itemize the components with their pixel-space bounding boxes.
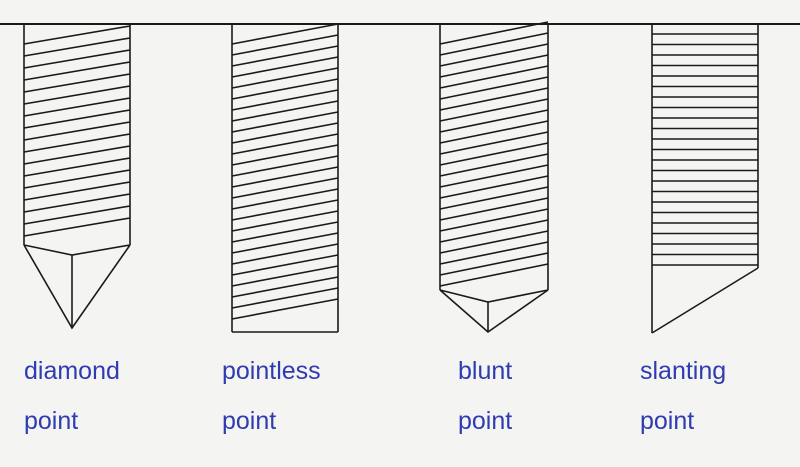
blunt-pile-tip-outline	[439, 289, 549, 334]
diamond-pile-thread-lines	[23, 25, 131, 237]
thread-line	[231, 287, 339, 309]
label-line1: diamond	[24, 357, 120, 385]
thread-line	[439, 197, 549, 221]
thread-line	[23, 73, 131, 93]
thread-line	[23, 157, 131, 177]
blunt-point-label: blunt point	[458, 356, 608, 456]
thread-line	[439, 142, 549, 166]
thread-line	[23, 193, 131, 213]
thread-line	[231, 265, 339, 287]
thread-line	[439, 54, 549, 78]
label-line1: slanting	[640, 357, 727, 385]
diamond-point-pile	[23, 24, 131, 330]
thread-line	[439, 87, 549, 111]
thread-line	[439, 175, 549, 199]
thread-line	[23, 145, 131, 165]
thread-line	[231, 122, 339, 144]
thread-line	[231, 221, 339, 243]
pointless-point-pile	[231, 23, 339, 333]
thread-line	[231, 67, 339, 89]
slanting-pile-thread-lines	[652, 33, 758, 266]
pointless-pile-thread-lines	[231, 23, 339, 320]
thread-line	[439, 208, 549, 232]
thread-line	[439, 120, 549, 144]
thread-line	[231, 45, 339, 67]
thread-line	[23, 217, 131, 237]
thread-line	[23, 181, 131, 201]
thread-line	[231, 276, 339, 298]
thread-line	[231, 232, 339, 254]
diamond-pile-tip-outline	[23, 244, 131, 330]
thread-line	[439, 241, 549, 265]
blunt-point-pile	[439, 21, 549, 334]
thread-line	[23, 97, 131, 117]
thread-line	[439, 263, 549, 287]
thread-line	[231, 100, 339, 122]
label-line2: point	[640, 407, 695, 435]
label-line2: point	[458, 407, 513, 435]
thread-line	[23, 61, 131, 81]
thread-line	[231, 166, 339, 188]
thread-line	[439, 153, 549, 177]
blunt-pile-thread-lines	[439, 21, 549, 287]
thread-line	[439, 65, 549, 89]
thread-line	[439, 219, 549, 243]
label-line2: point	[222, 407, 277, 435]
label-line1: pointless	[222, 357, 321, 385]
thread-line	[439, 131, 549, 155]
slanting-pile-slanted-tip	[651, 267, 759, 334]
thread-line	[231, 177, 339, 199]
slanting-point-label: slanting point	[640, 356, 790, 456]
thread-line	[23, 109, 131, 129]
slanting-point-pile	[651, 24, 759, 334]
blunt-pile-tip	[439, 289, 549, 303]
diamond-pile-tip	[23, 244, 131, 256]
thread-line	[23, 169, 131, 189]
thread-line	[23, 85, 131, 105]
thread-line	[23, 49, 131, 69]
thread-line	[231, 56, 339, 78]
thread-line	[439, 109, 549, 133]
label-line2: point	[24, 407, 79, 435]
thread-line	[231, 243, 339, 265]
thread-line	[231, 199, 339, 221]
label-line1: blunt	[458, 357, 513, 385]
pointless-point-label: pointless point	[222, 356, 372, 456]
thread-line	[231, 78, 339, 100]
thread-line	[439, 21, 549, 45]
thread-line	[231, 34, 339, 56]
thread-line	[439, 230, 549, 254]
thread-line	[439, 98, 549, 122]
thread-line	[439, 32, 549, 56]
diamond-point-label: diamond point	[24, 356, 174, 456]
thread-line	[23, 133, 131, 153]
thread-line	[231, 254, 339, 276]
thread-line	[231, 89, 339, 111]
thread-line	[231, 111, 339, 133]
thread-line	[231, 188, 339, 210]
thread-line	[23, 25, 131, 45]
thread-line	[231, 210, 339, 232]
thread-line	[231, 133, 339, 155]
thread-line	[23, 37, 131, 57]
thread-line	[439, 186, 549, 210]
thread-line	[231, 23, 339, 45]
thread-line	[23, 205, 131, 225]
thread-line	[231, 298, 339, 320]
thread-line	[439, 76, 549, 100]
thread-line	[231, 144, 339, 166]
thread-line	[439, 43, 549, 67]
thread-line	[231, 155, 339, 177]
thread-line	[439, 164, 549, 188]
thread-line	[439, 252, 549, 276]
thread-line	[23, 121, 131, 141]
